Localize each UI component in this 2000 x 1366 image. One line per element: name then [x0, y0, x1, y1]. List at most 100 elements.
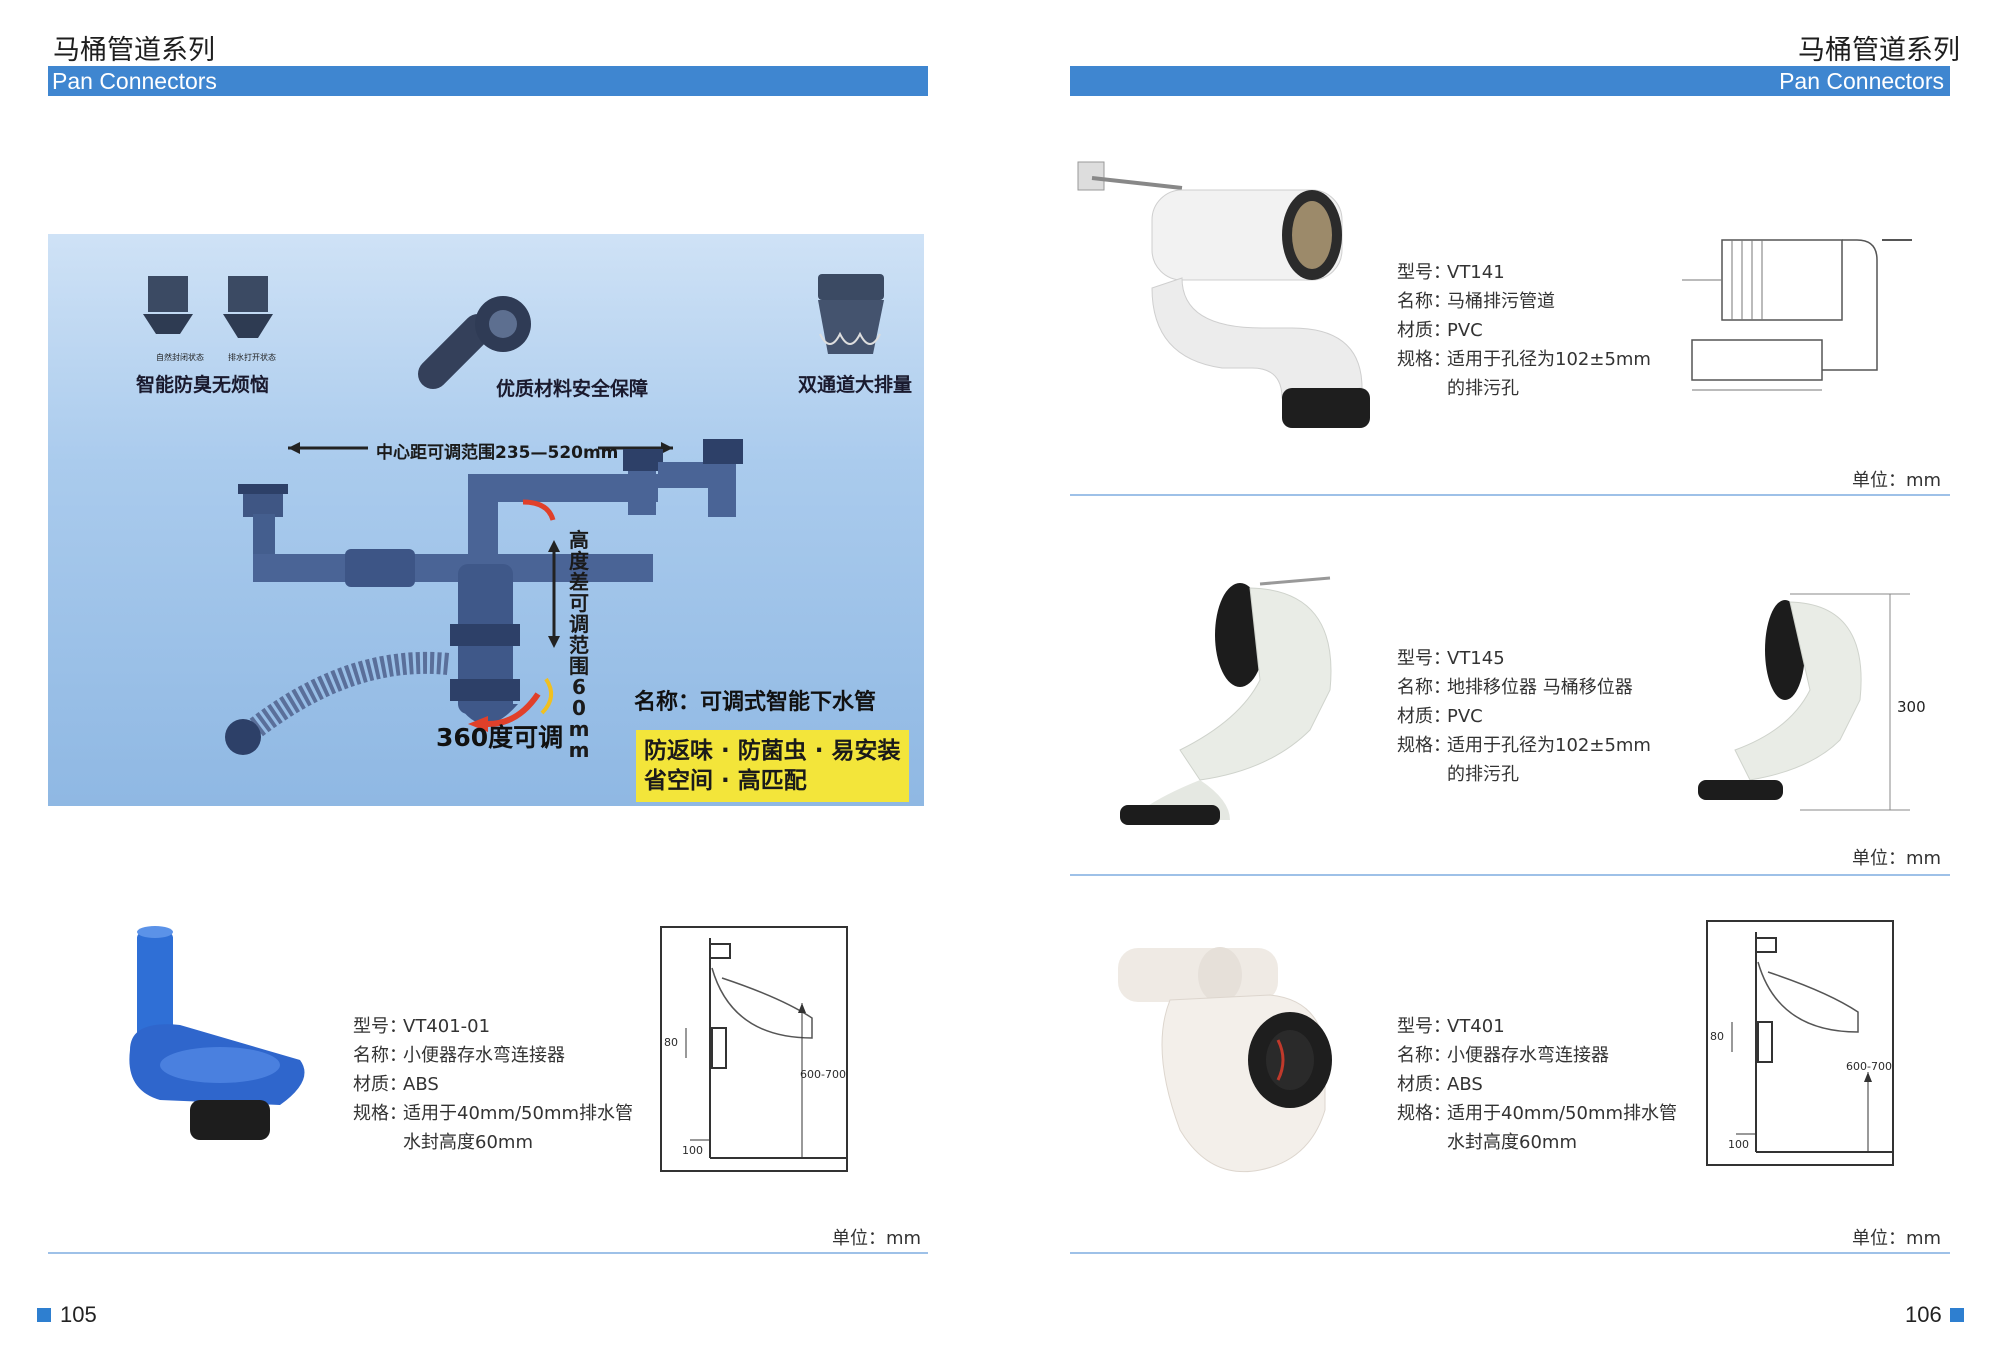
drawing-lines — [685, 938, 846, 1159]
spec-row-name: 名称：马桶排污管道 — [1397, 287, 1651, 316]
spec-key: 材质： — [1397, 320, 1451, 341]
spec-value: PVC — [1447, 706, 1483, 727]
feature-dual-channel: 双通道大排量 — [798, 374, 913, 396]
spec-key: 材质： — [1397, 706, 1451, 727]
dual-channel-icon — [818, 274, 884, 354]
spec-key: 型号： — [1397, 648, 1451, 669]
right-page-title: 马桶管道系列 — [1798, 35, 1960, 66]
spec-row-spec: 规格：适用于40mm/50mm排水管 — [1397, 1099, 1677, 1128]
drawing-dim-100: 100 — [1728, 1138, 1749, 1151]
drawing-vt141 — [1682, 239, 1912, 391]
spec-row-model: 型号：VT141 — [1397, 258, 1651, 287]
spec-key: 名称： — [353, 1045, 407, 1066]
drawing-vt145-dim: 300 — [1897, 698, 1926, 716]
spec-key: 名称： — [1397, 291, 1451, 312]
spec-value: 小便器存水弯连接器 — [1447, 1045, 1609, 1066]
spec-value: 适用于孔径为102±5mm — [1447, 735, 1651, 756]
spec-value: 地排移位器 马桶移位器 — [1447, 677, 1633, 698]
drawing-dim-80: 80 — [664, 1036, 678, 1049]
spec-row-material: 材质：PVC — [1397, 702, 1651, 731]
spec-row-material: 材质：ABS — [353, 1070, 633, 1099]
spec-row-model: 型号：VT401 — [1397, 1012, 1677, 1041]
spec-row-material: 材质：PVC — [1397, 316, 1651, 345]
spec-vt141: 型号：VT141 名称：马桶排污管道 材质：PVC 规格：适用于孔径为102±5… — [1397, 258, 1651, 403]
product-image-vt401 — [1118, 947, 1332, 1173]
spec-key: 材质： — [353, 1074, 407, 1095]
left-section-band: Pan Connectors — [48, 66, 928, 96]
spec-value: ABS — [1447, 1074, 1483, 1095]
spec-row-spec: 规格：适用于40mm/50mm排水管 — [353, 1099, 633, 1128]
drawing-lines — [1731, 932, 1892, 1153]
drawing-vt145 — [1698, 593, 1910, 811]
feature-anti-odor: 智能防臭无烦恼 — [136, 374, 270, 396]
feature-caption-closed: 自然封闭状态 — [156, 353, 204, 362]
spec-value: 水封高度60mm — [1447, 1132, 1577, 1153]
spec-row-spec-cont: 的排污孔 — [1397, 374, 1651, 403]
rule-vt145 — [1070, 874, 1950, 876]
product-image-vt141 — [1077, 161, 1370, 428]
rule-vt141 — [1070, 494, 1950, 496]
spec-key: 型号： — [353, 1016, 407, 1037]
spec-key: 规格： — [1397, 1103, 1451, 1124]
spec-key: 名称： — [1397, 1045, 1451, 1066]
spec-vt145: 型号：VT145 名称：地排移位器 马桶移位器 材质：PVC 规格：适用于孔径为… — [1397, 644, 1651, 789]
left-page-title: 马桶管道系列 — [53, 35, 215, 66]
product-image-vt145 — [1120, 576, 1332, 825]
left-unit-label: 单位：mm — [832, 1228, 922, 1249]
anti-odor-icon — [143, 276, 273, 338]
spec-row-model: 型号：VT145 — [1397, 644, 1651, 673]
unit-label-vt145: 单位：mm — [1852, 848, 1942, 869]
product-image-vt401-01 — [129, 926, 305, 1140]
spec-row-spec: 规格：适用于孔径为102±5mm — [1397, 345, 1651, 374]
center-distance-label: 中心距可调范围235—520mm — [376, 443, 619, 463]
drawing-dim-height: 600-700 — [1846, 1060, 1892, 1073]
spec-row-name: 名称：小便器存水弯连接器 — [353, 1041, 633, 1070]
spec-row-material: 材质：ABS — [1397, 1070, 1677, 1099]
spec-key: 型号： — [1397, 1016, 1451, 1037]
spec-key: 规格： — [353, 1103, 407, 1124]
spec-row-spec-cont: 的排污孔 — [1397, 760, 1651, 789]
spec-value: 水封高度60mm — [403, 1132, 533, 1153]
spec-value: VT145 — [1447, 648, 1505, 669]
left-page-number: 105 — [60, 1302, 97, 1327]
spec-key: 规格： — [1397, 349, 1451, 370]
spec-key: 材质： — [1397, 1074, 1451, 1095]
spec-value: 适用于40mm/50mm排水管 — [1447, 1103, 1678, 1124]
spec-value: VT401 — [1447, 1016, 1505, 1037]
spec-value: 适用于40mm/50mm排水管 — [403, 1103, 634, 1124]
height-diff-label: 高度差可调范围60mm — [568, 528, 590, 762]
spec-value: 适用于孔径为102±5mm — [1447, 349, 1651, 370]
spec-row-name: 名称：地排移位器 马桶移位器 — [1397, 673, 1651, 702]
feature-material: 优质材料安全保障 — [496, 378, 649, 400]
spec-row-model: 型号：VT401-01 — [353, 1012, 633, 1041]
drawing-vt401: 80 600-700 100 — [1706, 920, 1894, 1166]
benefits-line-1: 防返味 · 防菌虫 · 易安装 — [644, 738, 901, 764]
rule-vt401 — [1070, 1252, 1950, 1254]
benefits-line-2: 省空间 · 高匹配 — [644, 768, 807, 794]
left-bottom-rule — [48, 1252, 928, 1254]
spec-value: 的排污孔 — [1447, 764, 1519, 785]
right-page-number: 106 — [1905, 1302, 1942, 1327]
spec-value: ABS — [403, 1074, 439, 1095]
spec-row-spec-cont: 水封高度60mm — [1397, 1128, 1677, 1157]
spec-row-spec: 规格：适用于孔径为102±5mm — [1397, 731, 1651, 760]
material-icon — [418, 296, 531, 389]
spec-value: PVC — [1447, 320, 1483, 341]
unit-label-vt401: 单位：mm — [1852, 1228, 1942, 1249]
unit-label-vt141: 单位：mm — [1852, 470, 1942, 491]
banner-product-name: 名称：可调式智能下水管 — [634, 690, 877, 715]
drawing-dim-80: 80 — [1710, 1030, 1724, 1043]
spec-vt401-01: 型号：VT401-01 名称：小便器存水弯连接器 材质：ABS 规格：适用于40… — [353, 1012, 633, 1157]
spec-key: 规格： — [1397, 735, 1451, 756]
spec-key: 型号： — [1397, 262, 1451, 283]
banner-artwork — [143, 274, 884, 755]
drawing-dim-100: 100 — [682, 1144, 703, 1157]
spec-value: 的排污孔 — [1447, 378, 1519, 399]
feature-caption-open: 排水打开状态 — [228, 353, 276, 362]
spec-vt401: 型号：VT401 名称：小便器存水弯连接器 材质：ABS 规格：适用于40mm/… — [1397, 1012, 1677, 1157]
spec-value: 小便器存水弯连接器 — [403, 1045, 565, 1066]
spec-key: 名称： — [1397, 677, 1451, 698]
spec-value: 马桶排污管道 — [1447, 291, 1555, 312]
benefits-box: 防返味 · 防菌虫 · 易安装 省空间 · 高匹配 — [636, 730, 909, 802]
right-section-band: Pan Connectors — [1070, 66, 1950, 96]
